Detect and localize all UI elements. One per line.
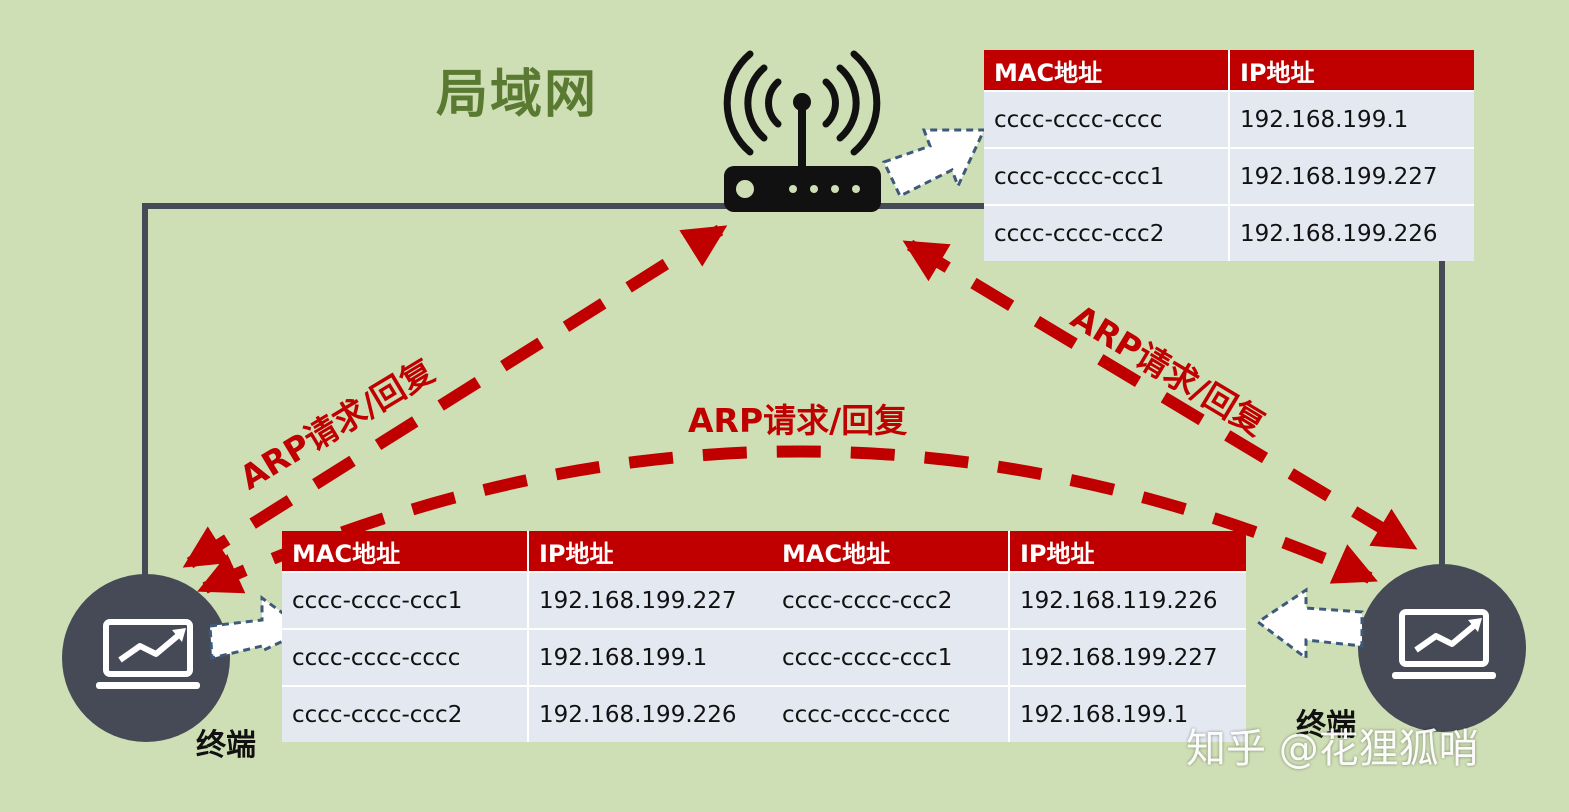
- mac-cell: cccc-cccc-ccc1: [772, 628, 1010, 686]
- ip-cell: 192.168.199.1: [1009, 685, 1246, 742]
- mac-cell: cccc-cccc-ccc2: [282, 685, 529, 742]
- left-terminal-laptop-chart-icon: [62, 574, 230, 742]
- mac-cell: cccc-cccc-ccc2: [772, 571, 1010, 629]
- ip-cell: 192.168.199.1: [528, 628, 774, 686]
- table-row: cccc-cccc-ccc1 192.168.199.227: [282, 571, 774, 629]
- right-table-block-arrow-icon: [1255, 587, 1364, 661]
- wifi-router-icon: [723, 50, 881, 212]
- table-header: MAC地址 IP地址: [772, 531, 1246, 572]
- arp-label-center: ARP请求/回复: [688, 401, 908, 440]
- ip-cell: 192.168.199.226: [528, 685, 774, 742]
- table-header: MAC地址 IP地址: [282, 531, 774, 572]
- mac-cell: cccc-cccc-ccc1: [282, 571, 529, 629]
- mac-cell: cccc-cccc-cccc: [282, 628, 529, 686]
- table-row: cccc-cccc-cccc 192.168.199.1: [984, 90, 1474, 148]
- watermark: 知乎 @花狸狐哨: [1186, 726, 1479, 772]
- mac-cell: cccc-cccc-cccc: [984, 90, 1230, 148]
- arp-arrow-router-right: [902, 239, 1418, 551]
- mac-column-header: MAC地址: [282, 531, 529, 572]
- router-arp-table: MAC地址 IP地址 cccc-cccc-cccc 192.168.199.1 …: [984, 50, 1474, 261]
- mac-column-header: MAC地址: [772, 531, 1010, 572]
- right-terminal-label: 终端: [1296, 708, 1356, 743]
- table-row: cccc-cccc-ccc2 192.168.119.226: [772, 571, 1246, 629]
- left-terminal-arp-table: MAC地址 IP地址 cccc-cccc-ccc1 192.168.199.22…: [282, 531, 774, 742]
- table-row: cccc-cccc-ccc1 192.168.199.227: [984, 147, 1474, 205]
- table-row: cccc-cccc-ccc2 192.168.199.226: [282, 685, 774, 742]
- ip-cell: 192.168.199.227: [1229, 147, 1474, 205]
- ip-cell: 192.168.199.1: [1229, 90, 1474, 148]
- mac-cell: cccc-cccc-ccc2: [984, 204, 1230, 261]
- ip-cell: 192.168.199.226: [1229, 204, 1474, 261]
- table-row: cccc-cccc-cccc 192.168.199.1: [282, 628, 774, 686]
- table-header: MAC地址 IP地址: [984, 50, 1474, 91]
- ip-column-header: IP地址: [1009, 531, 1246, 572]
- mac-cell: cccc-cccc-ccc1: [984, 147, 1230, 205]
- table-row: cccc-cccc-ccc1 192.168.199.227: [772, 628, 1246, 686]
- table-row: cccc-cccc-ccc2 192.168.199.226: [984, 204, 1474, 261]
- ip-cell: 192.168.119.226: [1009, 571, 1246, 629]
- ip-cell: 192.168.199.227: [1009, 628, 1246, 686]
- table-row: cccc-cccc-cccc 192.168.199.1: [772, 685, 1246, 742]
- right-terminal-laptop-chart-icon: [1358, 564, 1526, 732]
- mac-column-header: MAC地址: [984, 50, 1230, 91]
- diagram-title: 局域网: [436, 65, 599, 125]
- left-terminal-label: 终端: [196, 728, 256, 763]
- arp-arrow-left-router: [182, 224, 728, 569]
- arp-arrow-left-right: [197, 445, 1378, 594]
- right-terminal-arp-table: MAC地址 IP地址 cccc-cccc-ccc2 192.168.119.22…: [772, 531, 1246, 742]
- ip-cell: 192.168.199.227: [528, 571, 774, 629]
- router-table-block-arrow-icon: [881, 128, 987, 199]
- mac-cell: cccc-cccc-cccc: [772, 685, 1010, 742]
- ip-column-header: IP地址: [528, 531, 774, 572]
- ip-column-header: IP地址: [1229, 50, 1474, 91]
